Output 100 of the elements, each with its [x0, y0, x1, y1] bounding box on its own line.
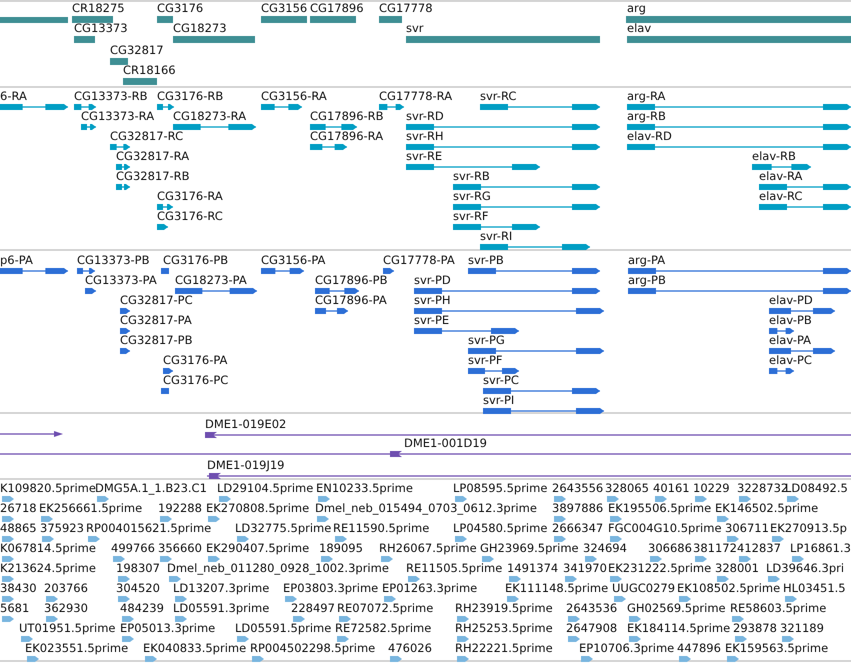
protein-label: CG17896-PA: [315, 293, 387, 307]
read-label: RP004015621.5prime: [86, 521, 212, 535]
read-label: 306711: [725, 521, 769, 535]
read-label: RH26067.5prime: [379, 541, 477, 555]
read-label: LD05591.5prime: [235, 621, 332, 635]
transcript-label: CG17778-RA: [379, 89, 452, 103]
protein-label: CG17896-PB: [315, 273, 388, 287]
read-label: 499766: [111, 541, 155, 555]
protein-label: p6-PA: [0, 253, 33, 267]
protein-label: CG32817-PB: [120, 333, 192, 347]
read-label: 321189: [780, 621, 824, 635]
read-label: 2666347: [552, 521, 604, 535]
read-label: 356660: [158, 541, 202, 555]
read-label: 48865: [0, 521, 37, 535]
read-label: RE07072.5prime: [337, 601, 434, 615]
transcript-label: CG32817-RB: [116, 169, 190, 183]
read-label: GH23969.5prime: [480, 541, 579, 555]
read-label: 192288: [158, 501, 202, 515]
transcript-label: CG32817-RC: [110, 129, 184, 143]
read-label: EP05013.3prime: [120, 621, 216, 635]
read-label: 2643556: [552, 481, 604, 495]
protein-label: elav-PA: [769, 333, 812, 347]
protein-label: CG3176-PA: [163, 353, 228, 367]
transcript-label: CG17896-RA: [310, 129, 384, 143]
transcript-label: CG32817-RA: [116, 149, 190, 163]
read-label: Dmel_neb_015494_0703_0612.3prime: [315, 501, 537, 515]
protein-label: CG13373-PA: [85, 273, 157, 287]
read-label: 203766: [44, 581, 88, 595]
protein-label: svr-PI: [483, 393, 514, 407]
transcript-label: 6-RA: [0, 89, 27, 103]
transcript-label: svr-RD: [406, 109, 444, 123]
transcript-label: elav-RC: [759, 189, 802, 203]
read-label: 38430: [0, 581, 37, 595]
transcript-label: elav-RD: [627, 129, 672, 143]
transcript-label: svr-RC: [480, 89, 516, 103]
read-label: RH22221.5prime: [455, 641, 553, 655]
read-label: 341970: [563, 561, 607, 575]
gene-label: CG32817: [110, 43, 164, 57]
protein-label: elav-PD: [769, 293, 813, 307]
transcript-label: CG13373-RB: [74, 89, 148, 103]
read-label: RE11590.5prime: [333, 521, 430, 535]
gene-label: elav: [627, 21, 652, 35]
transcript-label: arg-RB: [627, 109, 666, 123]
clone-label: DME1-001D19: [404, 436, 487, 450]
transcript-label: svr-RI: [480, 229, 512, 243]
read-label: RE11505.5prime: [406, 561, 502, 575]
read-label: 484239: [120, 601, 164, 615]
transcript-label: CG13373-RA: [81, 109, 154, 123]
protein-label: svr-PH: [414, 293, 451, 307]
protein-label: CG17778-PA: [383, 253, 455, 267]
protein-label: svr-PF: [468, 353, 502, 367]
read-label: RH25253.5prime: [455, 621, 553, 635]
gene-label: CG17896: [310, 1, 364, 15]
read-label: K067814.5prime: [0, 541, 96, 555]
transcript-label: svr-RE: [406, 149, 442, 163]
read-label: K213624.5prime: [0, 561, 96, 575]
gene-label: CG17778: [379, 1, 433, 15]
read-label: HL03451.5: [783, 581, 846, 595]
transcript-label: CG18273-RA: [173, 109, 246, 123]
read-label: 228497: [291, 601, 335, 615]
protein-label: CG32817-PC: [120, 293, 193, 307]
transcript-label: CG3176-RC: [157, 209, 223, 223]
transcript-label: svr-RG: [453, 189, 491, 203]
read-label: EK270913.5p: [770, 521, 847, 535]
transcript-label: svr-RH: [406, 129, 444, 143]
read-label: Dmel_neb_011280_0928_1002.3prime: [167, 561, 389, 575]
clone-label: DME1-019E02: [205, 417, 286, 431]
read-label: RE72582.5prime: [335, 621, 432, 635]
read-label: EK256661.5prime: [39, 501, 142, 515]
protein-label: svr-PG: [468, 333, 505, 347]
protein-label: CG3176-PB: [163, 253, 228, 267]
transcript-label: elav-RB: [752, 149, 796, 163]
read-label: EK023551.5prime: [25, 641, 128, 655]
protein-label: CG3156-PA: [261, 253, 326, 267]
read-label: 293878: [733, 621, 777, 635]
read-label: EK146502.5prime: [715, 501, 818, 515]
transcript-label: CG3176-RA: [157, 189, 223, 203]
read-label: 1491374: [507, 561, 558, 575]
protein-label: CG3176-PC: [163, 373, 228, 387]
read-label: EK111148.5prime: [505, 581, 608, 595]
protein-label: CG13373-PB: [77, 253, 150, 267]
protein-label: svr-PD: [414, 273, 451, 287]
read-label: EK231222.5prime: [608, 561, 712, 575]
read-label: 476026: [388, 641, 432, 655]
read-label: LD13207.3prime: [173, 581, 270, 595]
read-label: RH23919.5prime: [455, 601, 553, 615]
read-label: 3897886: [552, 501, 604, 515]
read-label: LD29104.5prime: [217, 481, 314, 495]
transcript-label: CG3176-RB: [157, 89, 224, 103]
read-label: EP01263.3prime: [382, 581, 478, 595]
read-label: EP10706.3prime: [579, 641, 674, 655]
protein-label: svr-PE: [414, 313, 450, 327]
transcript-label: arg-RA: [627, 89, 666, 103]
protein-label: arg-PB: [628, 273, 666, 287]
transcript-label: elav-RA: [759, 169, 802, 183]
protein-label: svr-PB: [468, 253, 504, 267]
transcript-label: CG17896-RB: [310, 109, 384, 123]
gene-label: CG18273: [173, 21, 227, 35]
read-label: EK040833.5prime: [143, 641, 246, 655]
read-label: EK159563.5prime: [725, 641, 828, 655]
